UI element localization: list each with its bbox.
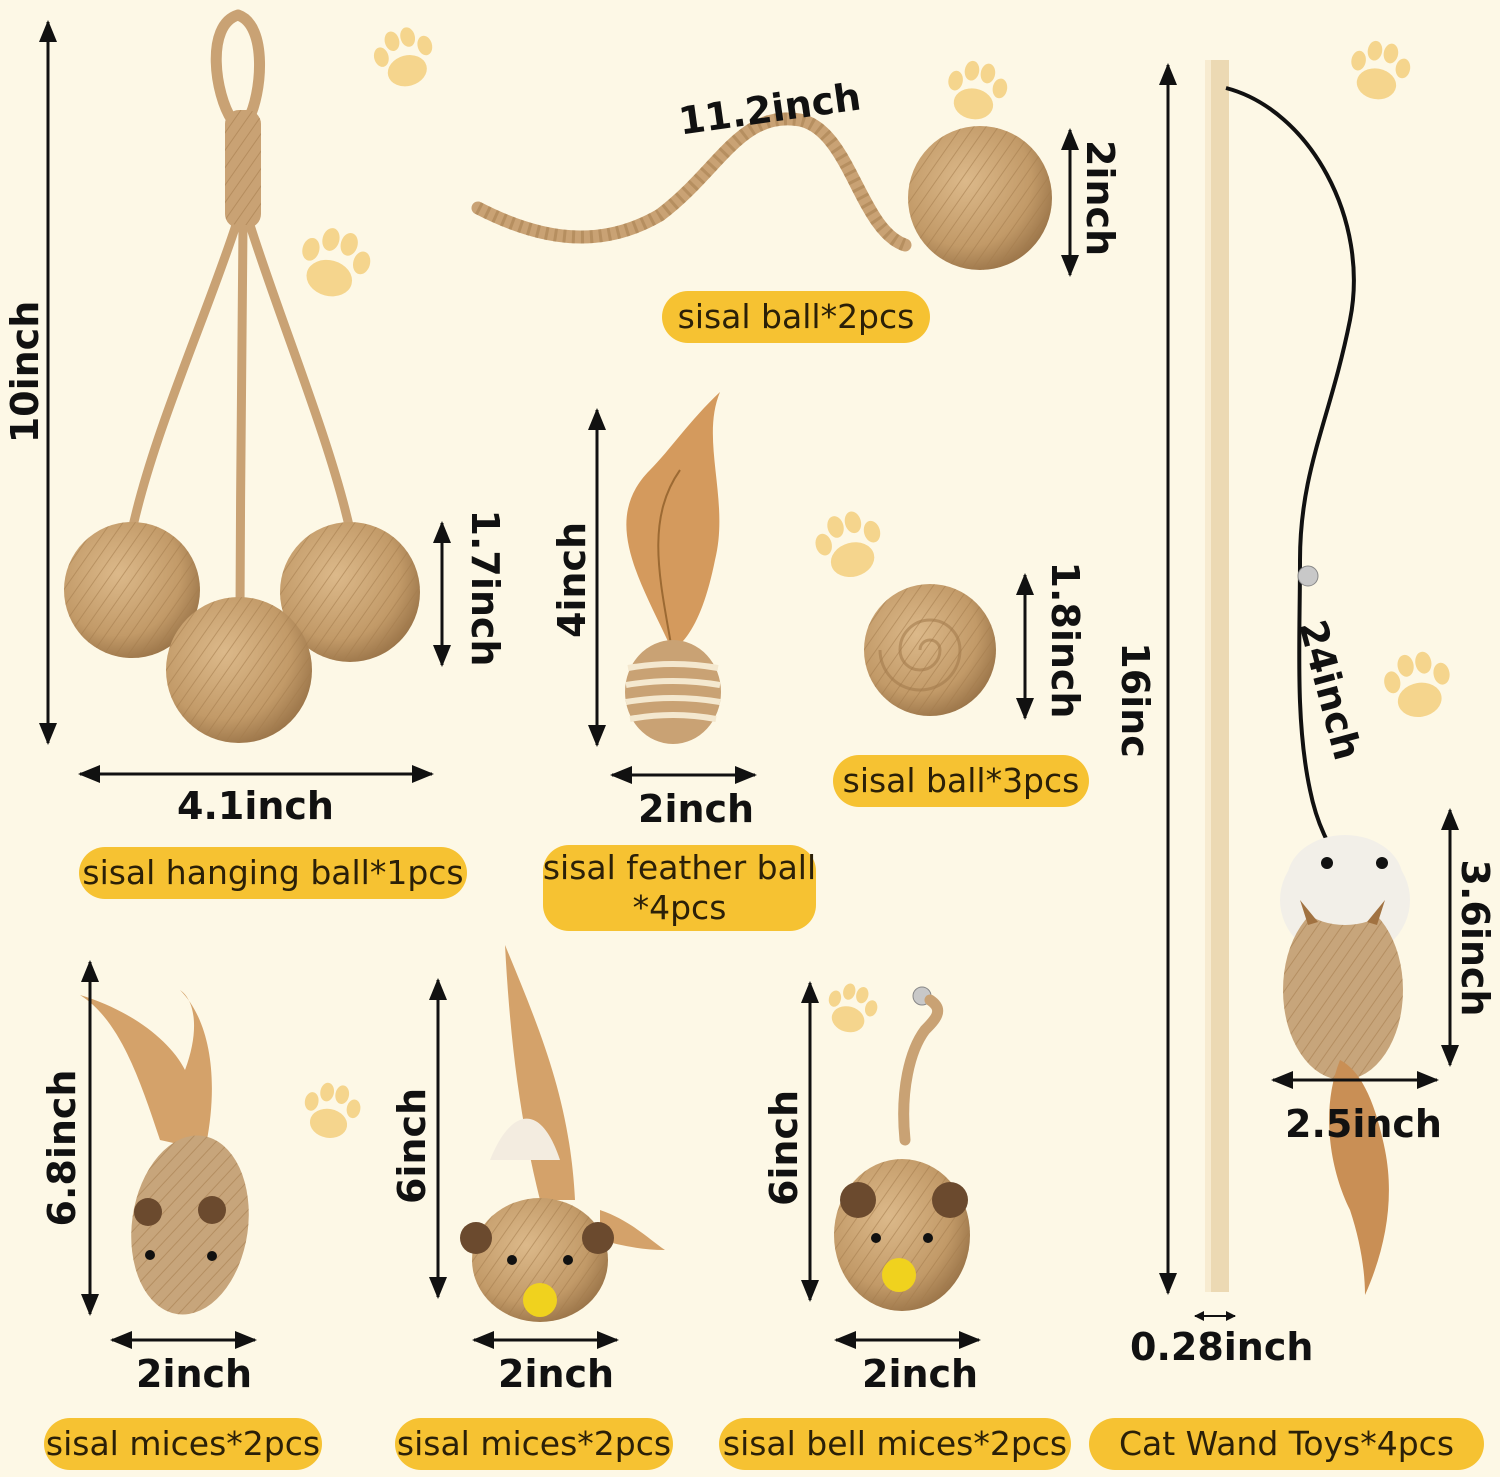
cat-wand-toy: [1205, 60, 1410, 1295]
sisal-feather-ball: [625, 392, 721, 744]
wand-mouse-height-label: 3.6inch: [1453, 859, 1497, 1017]
sisal-ball-with-rope: [471, 112, 1052, 270]
label-bell-mice-text: sisal bell mices*2pcs: [722, 1424, 1068, 1464]
sisal-bell-mouse: [834, 986, 970, 1311]
label-mice-1-text: sisal mices*2pcs: [45, 1424, 321, 1464]
label-bell-mice: sisal bell mices*2pcs: [719, 1418, 1071, 1470]
label-feather-line1: sisal feather ball: [542, 848, 817, 888]
ball-2-size-label: 2inch: [1078, 139, 1122, 257]
sisal-mouse-round: [460, 945, 665, 1322]
feather-height-label: 4inch: [550, 521, 594, 639]
mice-2-height-label: 6inch: [390, 1087, 434, 1205]
label-mice-2: sisal mices*2pcs: [395, 1418, 673, 1470]
feather-width-label: 2inch: [638, 787, 755, 831]
hanging-height-label: 10inch: [3, 300, 47, 444]
label-mice-2-text: sisal mices*2pcs: [396, 1424, 672, 1464]
sisal-ball-small: [864, 584, 996, 716]
bell-height-label: 6inch: [762, 1089, 806, 1207]
label-feather-line2: *4pcs: [632, 888, 727, 927]
label-ball-3pcs-text: sisal ball*3pcs: [842, 761, 1080, 801]
sisal-hanging-ball-toy: [64, 9, 420, 743]
hanging-ball-size-label: 1.7inch: [463, 509, 507, 667]
label-ball-2pcs: sisal ball*2pcs: [662, 291, 930, 343]
ball-3-size-label: 1.8inch: [1043, 561, 1087, 719]
bell-width-label: 2inch: [862, 1352, 979, 1396]
label-cat-wand: Cat Wand Toys*4pcs: [1089, 1418, 1484, 1470]
mice-1-height-label: 6.8inch: [40, 1069, 84, 1227]
label-ball-3pcs: sisal ball*3pcs: [833, 755, 1089, 807]
label-feather-ball: sisal feather ball*4pcs: [543, 845, 816, 931]
wand-thickness-label: 0.28inch: [1130, 1325, 1314, 1369]
wand-mouse-width-label: 2.5inch: [1285, 1102, 1442, 1146]
label-hanging-ball-text: sisal hanging ball*1pcs: [82, 853, 464, 893]
hanging-width-label: 4.1inch: [177, 784, 334, 828]
mice-2-width-label: 2inch: [498, 1352, 615, 1396]
label-cat-wand-text: Cat Wand Toys*4pcs: [1118, 1424, 1455, 1464]
wand-length-label: 16inc: [1113, 642, 1157, 758]
label-hanging-ball: sisal hanging ball*1pcs: [79, 847, 467, 899]
label-ball-2pcs-text: sisal ball*2pcs: [677, 297, 915, 337]
mice-1-width-label: 2inch: [136, 1352, 253, 1396]
sisal-mouse-long: [80, 990, 249, 1315]
label-mice-1: sisal mices*2pcs: [44, 1418, 322, 1470]
